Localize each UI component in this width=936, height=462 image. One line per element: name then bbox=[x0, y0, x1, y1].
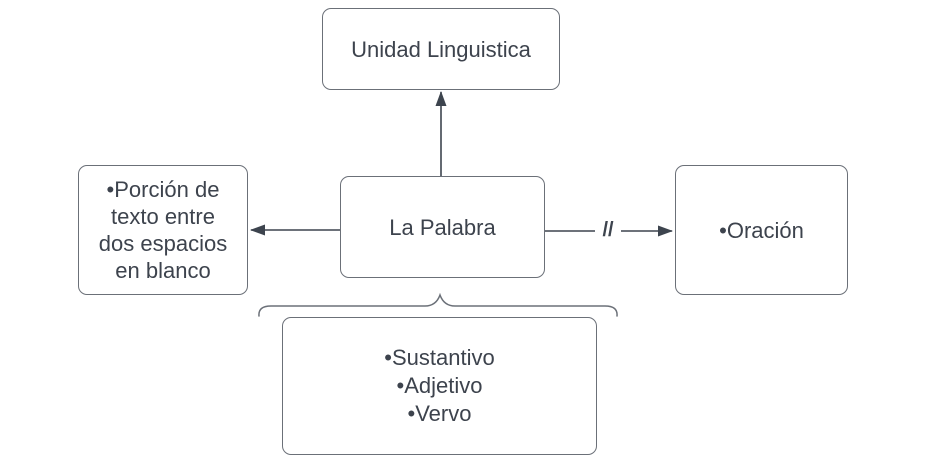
node-la-palabra-label: La Palabra bbox=[389, 214, 496, 240]
node-unidad-linguistica-label: Unidad Linguistica bbox=[351, 36, 531, 62]
curly-brace bbox=[258, 292, 618, 317]
node-porcion-de-texto-label: •Porción de texto entre dos espacios en … bbox=[98, 177, 228, 283]
list-item: •Sustantivo bbox=[384, 345, 495, 370]
node-oracion: •Oración bbox=[675, 165, 848, 295]
list-item: •Adjetivo bbox=[396, 373, 483, 398]
list-item: •Vervo bbox=[407, 401, 472, 426]
categorias-list: •Sustantivo •Adjetivo •Vervo bbox=[384, 344, 494, 428]
node-oracion-label: •Oración bbox=[719, 217, 804, 243]
edge-break-marker: // bbox=[595, 217, 621, 244]
node-categorias-gramaticales: •Sustantivo •Adjetivo •Vervo bbox=[282, 317, 597, 455]
node-porcion-de-texto: •Porción de texto entre dos espacios en … bbox=[78, 165, 248, 295]
node-unidad-linguistica: Unidad Linguistica bbox=[322, 8, 560, 90]
node-la-palabra: La Palabra bbox=[340, 176, 545, 278]
